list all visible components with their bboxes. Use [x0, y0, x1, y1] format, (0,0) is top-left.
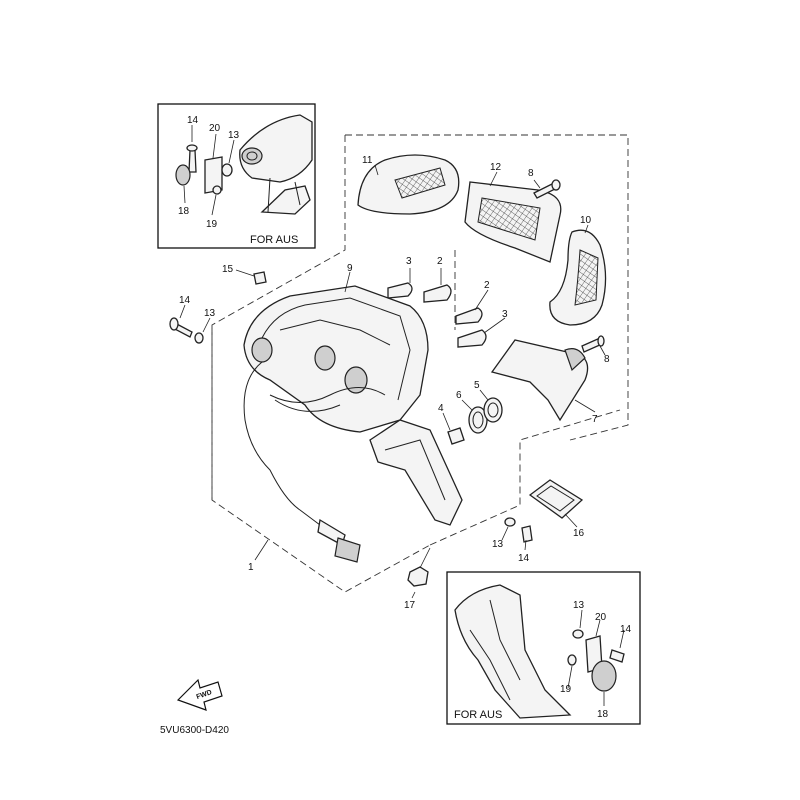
callout-2: 2 — [484, 280, 490, 291]
part-nut-17: 17 — [404, 547, 431, 611]
inset-bottom-right: 13 20 14 19 18 FOR AUS — [446, 571, 641, 725]
callout-13: 13 — [204, 308, 216, 319]
callout-14: 14 — [179, 295, 191, 306]
callout-18: 18 — [178, 206, 190, 217]
assembly-boundary — [211, 134, 629, 593]
part-lens-10: 10 — [549, 215, 607, 326]
callout-12: 12 — [490, 162, 502, 173]
callout-9: 9 — [347, 263, 353, 274]
part-bracket — [369, 419, 463, 526]
callout-19: 19 — [206, 219, 218, 230]
part-harness-1: 1 — [243, 361, 386, 573]
part-bulbs-lower: 2 3 — [455, 280, 508, 348]
callout-14: 14 — [620, 624, 632, 635]
callout-6: 6 — [456, 390, 462, 401]
callout-18: 18 — [597, 709, 609, 720]
callout-13: 13 — [573, 600, 585, 611]
part-reflector-12: 12 — [464, 162, 562, 263]
callout-7: 7 — [592, 414, 598, 425]
part-screw-8-top: 8 — [528, 168, 561, 199]
callout-13: 13 — [492, 539, 504, 550]
inset-label-for-aus: FOR AUS — [250, 234, 298, 246]
part-clip-15: 15 — [222, 264, 267, 285]
inset-top-left: 14 20 13 18 19 FOR AUS — [157, 103, 316, 249]
callout-14: 14 — [187, 115, 199, 126]
part-screw-14-left: 14 13 — [169, 295, 216, 344]
callout-10: 10 — [580, 215, 592, 226]
figure-code: 5VU6300-D420 — [160, 725, 229, 736]
callout-13: 13 — [228, 130, 240, 141]
part-reflector-16: 16 — [528, 479, 585, 539]
callout-3: 3 — [502, 309, 508, 320]
callout-19: 19 — [560, 684, 572, 695]
callout-20: 20 — [209, 123, 221, 134]
part-ring-5: 5 — [474, 380, 503, 423]
callout-11: 11 — [362, 155, 373, 166]
callout-2: 2 — [437, 256, 443, 267]
part-fasteners-lower: 13 14 — [492, 517, 533, 564]
fwd-arrow-icon: FWD — [176, 678, 223, 711]
callout-16: 16 — [573, 528, 585, 539]
part-plate-7: 7 — [490, 339, 598, 425]
part-bulbs-upper: 3 2 — [387, 256, 452, 303]
callout-8: 8 — [604, 354, 610, 365]
callout-20: 20 — [595, 612, 607, 623]
callout-15: 15 — [222, 264, 234, 275]
callout-8: 8 — [528, 168, 534, 179]
callout-5: 5 — [474, 380, 480, 391]
part-housing-9: 9 — [243, 263, 429, 433]
callout-17: 17 — [404, 600, 416, 611]
part-socket-4: 4 — [438, 403, 465, 445]
inset-label-for-aus: FOR AUS — [454, 709, 502, 721]
callout-4: 4 — [438, 403, 444, 414]
callout-3: 3 — [406, 256, 412, 267]
part-grommet-6: 6 — [456, 390, 488, 434]
callout-14: 14 — [518, 553, 530, 564]
part-screw-8-right: 8 — [581, 335, 610, 365]
callout-1: 1 — [248, 562, 254, 573]
part-lens-11: 11 — [357, 154, 460, 215]
